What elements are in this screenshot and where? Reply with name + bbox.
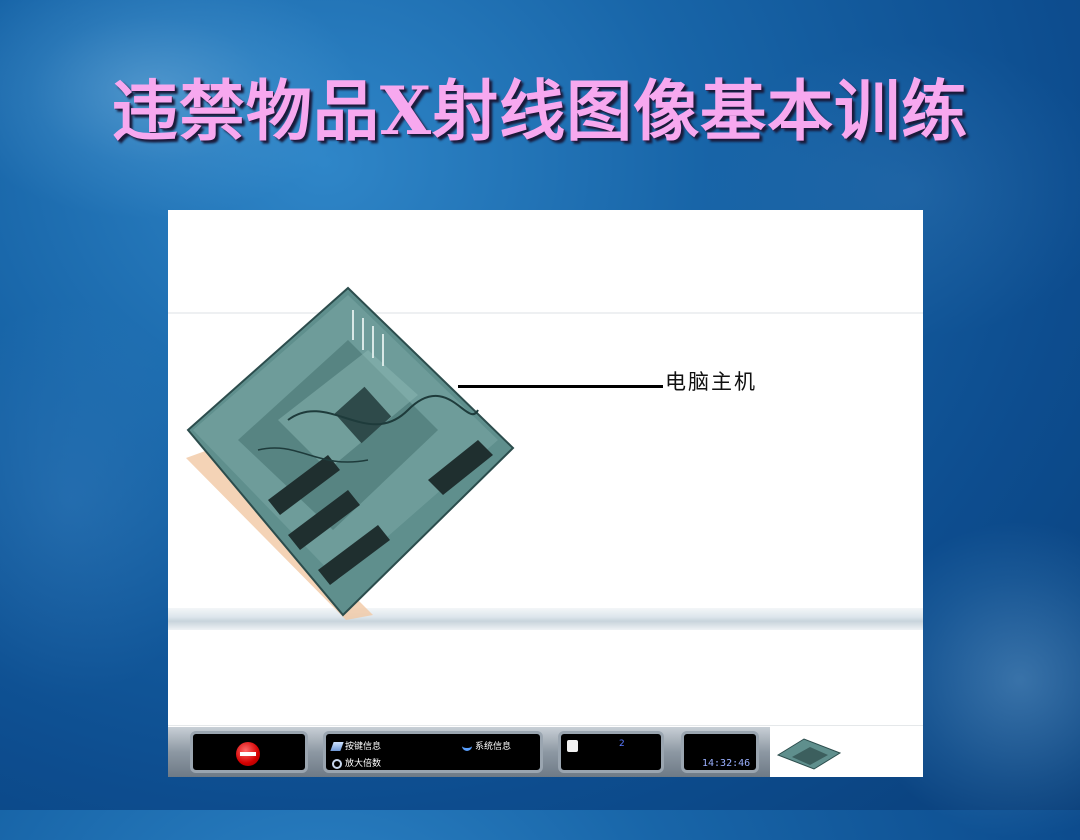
thumbnail-preview[interactable] — [770, 727, 923, 777]
label-pointer-line — [458, 385, 663, 388]
key-info-label: 按键信息 — [345, 742, 382, 752]
keyboard-icon — [330, 742, 344, 751]
zoom-factor-button[interactable]: 放大倍数 — [332, 756, 381, 769]
stop-icon — [236, 742, 260, 766]
stop-button[interactable] — [190, 731, 308, 773]
scan-line — [168, 312, 923, 314]
slide-title: 违禁物品X射线图像基本训练 — [111, 72, 969, 150]
clock-time: 14:32:46 — [702, 758, 751, 769]
system-info-button[interactable]: 系统信息 — [462, 739, 511, 752]
system-icon — [462, 743, 472, 751]
clock-panel: 14:32:46 — [681, 731, 759, 773]
key-info-button[interactable]: 按键信息 — [330, 739, 382, 752]
item-counter-panel: 2 — [558, 731, 664, 773]
system-info-label: 系统信息 — [475, 742, 512, 752]
item-count: 2 — [619, 739, 625, 749]
info-panel: 按键信息 系统信息 放大倍数 — [323, 731, 543, 773]
zoom-factor-label: 放大倍数 — [345, 759, 382, 769]
xray-thumbnail-image — [776, 738, 842, 770]
xray-computer-case-image — [186, 286, 515, 620]
scan-line — [168, 725, 923, 726]
scanner-toolbar: 按键信息 系统信息 放大倍数 2 14:32:46 — [168, 727, 923, 777]
object-label: 电脑主机 — [665, 370, 757, 394]
xray-screen: 电脑主机 按键信息 系统信息 放大倍数 2 14:32:46 — [168, 210, 923, 777]
magnifier-icon — [332, 758, 342, 769]
document-icon — [567, 740, 578, 752]
